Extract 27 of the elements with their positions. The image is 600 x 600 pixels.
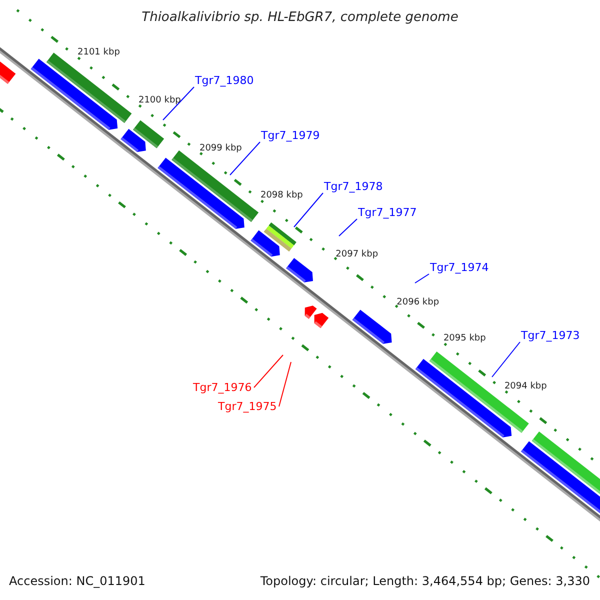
genome-info-text: Topology: circular; Length: 3,464,554 bp; Genes: 3,330 xyxy=(260,574,590,588)
leader-line xyxy=(230,142,260,176)
scale-label: 2095 kbp xyxy=(443,334,486,345)
leader-line xyxy=(162,86,194,120)
scale-label: 2094 kbp xyxy=(504,381,547,392)
scale-label: 2096 kbp xyxy=(396,297,440,308)
gene-label: Tgr7_1973 xyxy=(521,329,580,342)
gene-label: Tgr7_1977 xyxy=(358,206,417,219)
gene-label: Tgr7_1975 xyxy=(218,400,277,413)
leader-line xyxy=(414,274,430,284)
scale-label: 2099 kbp xyxy=(199,143,242,154)
leader-line xyxy=(294,192,324,228)
gene-label: Tgr7_1980 xyxy=(195,74,254,87)
accession-text: Accession: NC_011901 xyxy=(9,574,146,588)
scale-label: 2098 kbp xyxy=(260,190,303,202)
leader-line xyxy=(492,342,520,378)
gene-label: Tgr7_1976 xyxy=(193,381,252,394)
leader-line xyxy=(338,218,358,236)
title: Thioalkalivibrio sp. HL-EbGR7, complete genome xyxy=(140,10,460,25)
gene-label: Tgr7_1974 xyxy=(430,261,489,274)
gene-label: Tgr7_1979 xyxy=(261,129,320,142)
leader-line xyxy=(278,362,292,407)
gene-label: Tgr7_1978 xyxy=(324,180,383,193)
leader-line xyxy=(254,354,284,388)
scale-label: 2101 kbp xyxy=(78,48,120,59)
scale-label: 2100 kbp xyxy=(138,96,181,107)
scale-label: 2097 kbp xyxy=(336,249,378,260)
